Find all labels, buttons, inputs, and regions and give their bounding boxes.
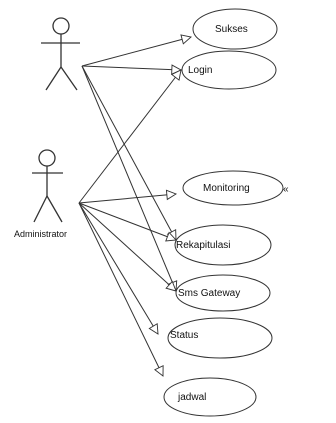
use-case-jadwal-label: jadwal: [177, 392, 206, 403]
association-lines: [78, 37, 191, 376]
use-case-sms-gateway-label: Sms Gateway: [178, 288, 240, 299]
association-top-actor-to-rekapitulasi: [81, 65, 176, 240]
use-case-rekapitulasi: Rekapitulasi: [174, 224, 272, 266]
association-top-actor-to-sukses: [81, 37, 191, 67]
use-case-login: Login: [181, 50, 277, 90]
use-case-monitoring-mark: «: [283, 184, 289, 195]
actor-top: [41, 17, 80, 91]
use-case-monitoring-label: Monitoring: [203, 183, 250, 194]
use-case-monitoring: Monitoring «: [182, 170, 289, 206]
association-top-actor-to-login: [81, 66, 181, 70]
use-case-jadwal: jadwal: [163, 377, 257, 417]
use-case-sukses-label: Sukses: [215, 24, 248, 35]
association-administrator-to-jadwal: [78, 202, 163, 376]
use-case-sukses: Sukses: [192, 8, 278, 50]
association-administrator-to-status: [78, 202, 158, 334]
use-case-status: Status: [167, 317, 273, 359]
association-administrator-to-monitoring: [78, 194, 176, 204]
association-administrator-to-rekapitulasi: [78, 202, 176, 240]
actor-administrator-label: Administrator: [14, 229, 67, 239]
use-case-sms-gateway: Sms Gateway: [175, 274, 271, 312]
association-administrator-to-sms-gateway: [78, 202, 176, 291]
association-top-actor-to-sms-gateway: [81, 65, 176, 291]
use-case-status-label: Status: [170, 330, 198, 341]
use-case-login-label: Login: [188, 65, 212, 76]
use-case-rekapitulasi-label: Rekapitulasi: [176, 240, 230, 251]
actor-administrator: Administrator: [14, 149, 67, 239]
association-administrator-to-login: [78, 70, 181, 204]
